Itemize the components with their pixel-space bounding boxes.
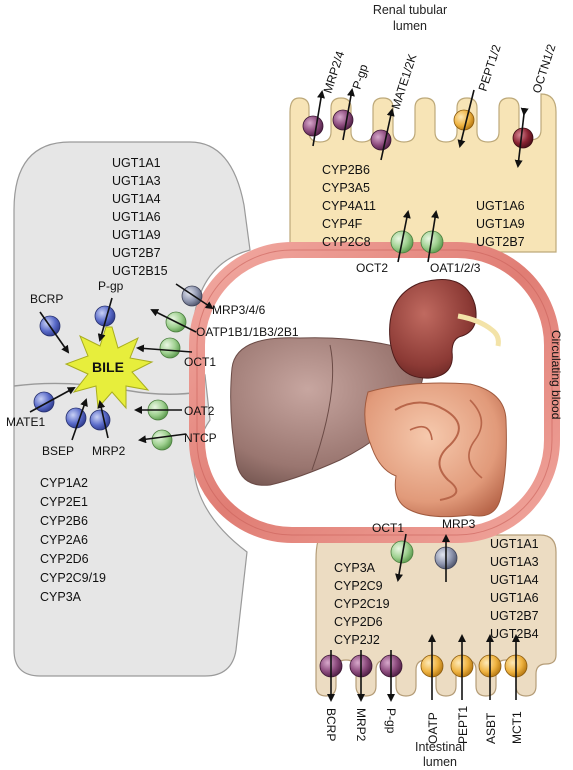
pgp-liver-transporter: P-gp xyxy=(94,279,124,342)
renal-cyp-item: CYP2C8 xyxy=(322,235,371,249)
bcrp-liver-label: BCRP xyxy=(30,292,63,306)
ntcp-label: NTCP xyxy=(184,431,217,445)
liver-cyp-item: CYP2E1 xyxy=(40,495,88,509)
intestinal-lumen-title-line: lumen xyxy=(423,755,457,769)
renal-lumen-title-line: lumen xyxy=(393,19,427,33)
renal-ugt-item: UGT1A9 xyxy=(476,217,525,231)
circulating-blood-label: Circulating blood xyxy=(549,330,563,419)
pgp-renal-label: P-gp xyxy=(350,62,371,91)
pept1-2-renal-label: PEPT1/2 xyxy=(476,43,504,93)
renal-cyp-item: CYP2B6 xyxy=(322,163,370,177)
intestinal-cyp-item: CYP2C19 xyxy=(334,597,390,611)
oct2-renal-transporter: OCT2 xyxy=(356,210,414,275)
pgp-intestinal-transporter: P-gp xyxy=(379,650,403,734)
liver-ugt-item: UGT2B7 xyxy=(112,246,161,260)
bcrp-intestinal-label: BCRP xyxy=(324,708,338,741)
intestinal-ugt-item: UGT1A1 xyxy=(490,537,539,551)
liver-ugt-item: UGT1A4 xyxy=(112,192,161,206)
liver-cyp-item: CYP3A xyxy=(40,590,82,604)
intestine-organ-illustration xyxy=(364,382,507,518)
renal-lumen-title-line: Renal tubular xyxy=(373,3,447,17)
oatp1b1-label: OATP1B1/1B3/2B1 xyxy=(196,325,299,339)
mrp2-4-renal-label: MRP2/4 xyxy=(321,49,348,95)
liver-cyp-list: CYP1A2 CYP2E1 CYP2B6 CYP2A6 CYP2D6 CYP2C… xyxy=(40,476,106,604)
renal-lumen-title: Renal tubular lumen xyxy=(373,3,447,33)
mrp3-intestinal-label: MRP3 xyxy=(442,517,476,531)
oct1-intestinal-label: OCT1 xyxy=(372,521,404,535)
liver-ugt-item: UGT1A3 xyxy=(112,174,161,188)
renal-tubular-cell xyxy=(289,93,557,253)
intestinal-cyp-item: CYP3A xyxy=(334,561,376,575)
ntcp-transporter: NTCP xyxy=(138,429,217,451)
asbt-intestinal-label: ASBT xyxy=(484,712,498,744)
liver-ugt-item: UGT1A1 xyxy=(112,156,161,170)
mrp3-intestinal-transporter: MRP3 xyxy=(434,517,476,582)
liver-ugt-list: UGT1A1 UGT1A3 UGT1A4 UGT1A6 UGT1A9 UGT2B… xyxy=(112,156,168,278)
intestinal-ugt-item: UGT1A3 xyxy=(490,555,539,569)
bile-canaliculus-star xyxy=(64,326,154,410)
renal-cyp-list: CYP2B6 CYP3A5 CYP4A11 CYP4F CYP2C8 xyxy=(322,163,376,249)
oct2-renal-label: OCT2 xyxy=(356,261,388,275)
renal-ugt-item: UGT2B7 xyxy=(476,235,525,249)
mate1-liver-label: MATE1 xyxy=(6,415,45,429)
mct1-intestinal-transporter: MCT1 xyxy=(504,634,528,744)
mrp2-intestinal-transporter: MRP2 xyxy=(349,650,373,742)
oct1-liver-label: OCT1 xyxy=(184,355,216,369)
liver-cyp-item: CYP2D6 xyxy=(40,552,89,566)
liver-cyp-item: CYP1A2 xyxy=(40,476,88,490)
mate1-liver-transporter: MATE1 xyxy=(6,387,76,429)
intestinal-cyp-item: CYP2C9 xyxy=(334,579,383,593)
intestinal-ugt-item: UGT1A4 xyxy=(490,573,539,587)
oct1-intestinal-transporter: OCT1 xyxy=(372,521,414,582)
bcrp-intestinal-transporter: BCRP xyxy=(319,650,343,741)
bcrp-liver-transporter: BCRP xyxy=(30,292,70,354)
bsep-liver-label: BSEP xyxy=(42,444,74,458)
pept1-intestinal-label: PEPT1 xyxy=(456,706,470,744)
bile-label: BILE xyxy=(92,359,124,375)
pgp-liver-label: P-gp xyxy=(98,279,124,293)
oatp-intestinal-transporter: OATP xyxy=(420,634,444,744)
intestinal-lumen-title-line: Intestinal xyxy=(415,740,465,754)
mrp3-4-6-label: MRP3/4/6 xyxy=(212,303,266,317)
kidney-organ-illustration xyxy=(389,279,501,379)
intestinal-cyp-item: CYP2J2 xyxy=(334,633,380,647)
oat2-transporter: OAT2 xyxy=(134,399,215,421)
renal-cyp-item: CYP3A5 xyxy=(322,181,370,195)
intestinal-ugt-item: UGT2B7 xyxy=(490,609,539,623)
liver-ugt-item: UGT2B15 xyxy=(112,264,168,278)
oat1-2-3-renal-transporter: OAT1/2/3 xyxy=(420,210,481,275)
octn1-2-renal-label: OCTN1/2 xyxy=(530,42,559,95)
renal-cyp-item: CYP4A11 xyxy=(322,199,376,213)
intestinal-cyp-item: CYP2D6 xyxy=(334,615,383,629)
pept1-intestinal-transporter: PEPT1 xyxy=(450,634,474,744)
oat1-2-3-renal-label: OAT1/2/3 xyxy=(430,261,481,275)
asbt-intestinal-transporter: ASBT xyxy=(478,634,502,744)
intestinal-lumen-title: Intestinal lumen xyxy=(415,740,465,769)
renal-ugt-item: UGT1A6 xyxy=(476,199,525,213)
liver-ugt-item: UGT1A6 xyxy=(112,210,161,224)
liver-cyp-item: CYP2B6 xyxy=(40,514,88,528)
oatp1b1-transporter: OATP1B1/1B3/2B1 xyxy=(150,309,299,339)
pgp-intestinal-label: P-gp xyxy=(384,708,398,734)
mrp2-intestinal-label: MRP2 xyxy=(354,708,368,742)
mrp2-liver-transporter: MRP2 xyxy=(89,400,126,458)
intestinal-ugt-item: UGT2B4 xyxy=(490,627,539,641)
renal-ugt-list: UGT1A6 UGT1A9 UGT2B7 xyxy=(476,199,525,249)
oct1-liver-transporter: OCT1 xyxy=(136,337,216,369)
intestinal-ugt-item: UGT1A6 xyxy=(490,591,539,605)
liver-ugt-item: UGT1A9 xyxy=(112,228,161,242)
intestinal-ugt-list: UGT1A1 UGT1A3 UGT1A4 UGT1A6 UGT2B7 UGT2B… xyxy=(490,537,539,641)
intestinal-cyp-list: CYP3A CYP2C9 CYP2C19 CYP2D6 CYP2J2 xyxy=(334,561,390,647)
renal-cyp-item: CYP4F xyxy=(322,217,363,231)
liver-cyp-item: CYP2A6 xyxy=(40,533,88,547)
mate1-2k-renal-label: MATE1/2K xyxy=(389,52,420,111)
oat2-label: OAT2 xyxy=(184,404,215,418)
mrp3-4-6-transporter: MRP3/4/6 xyxy=(175,283,266,317)
liver-cyp-item: CYP2C9/19 xyxy=(40,571,106,585)
mct1-intestinal-label: MCT1 xyxy=(510,711,524,744)
oatp-intestinal-label: OATP xyxy=(426,712,440,744)
mrp2-liver-label: MRP2 xyxy=(92,444,126,458)
bsep-liver-transporter: BSEP xyxy=(42,398,88,458)
